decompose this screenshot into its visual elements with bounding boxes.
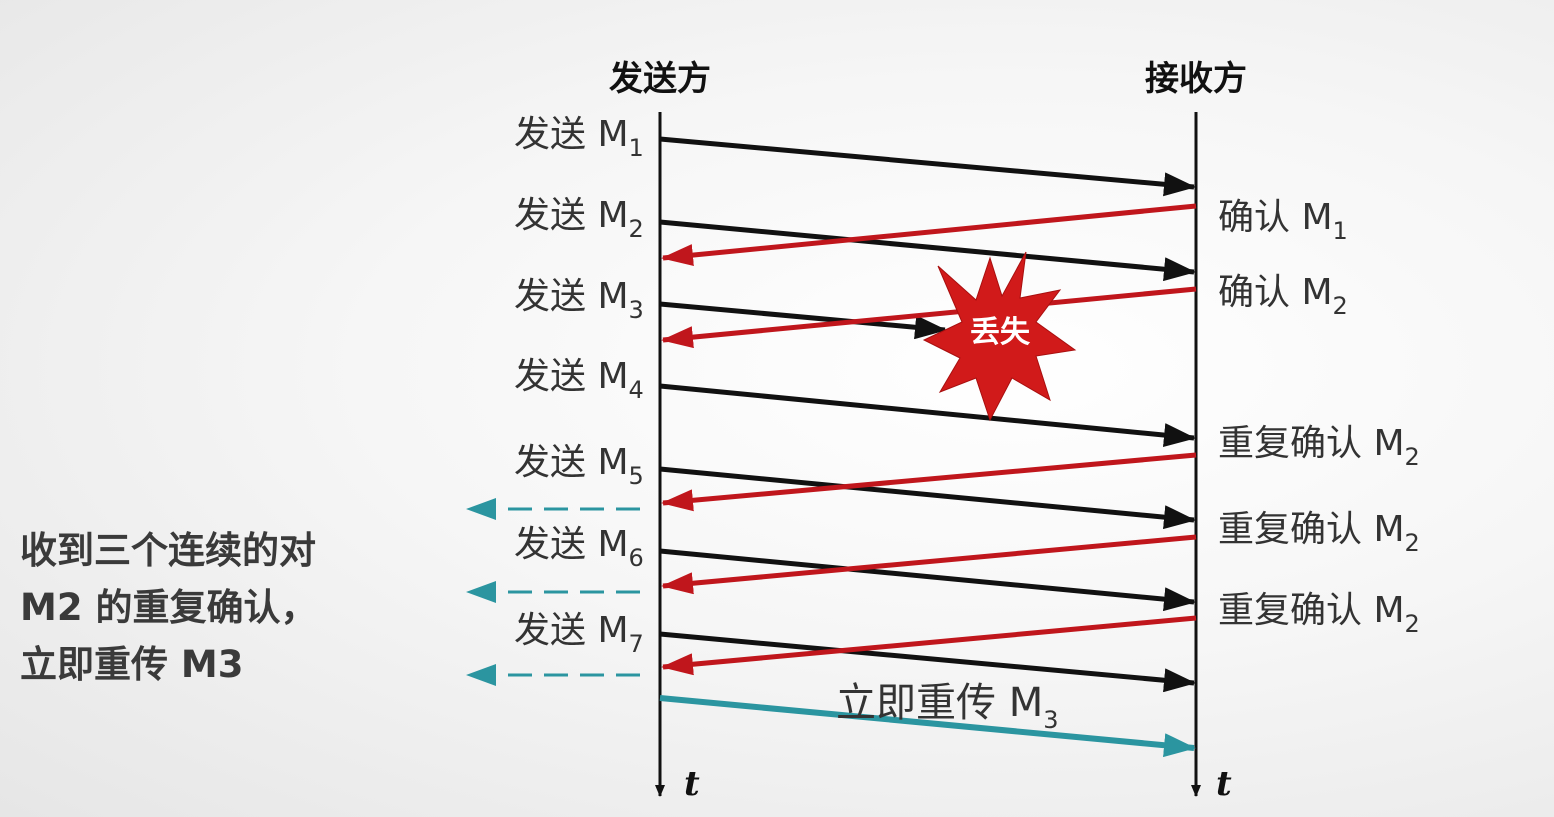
lost-burst: 丢失: [922, 251, 1077, 422]
note-line-1: 收到三个连续的对: [20, 529, 316, 572]
data-arrow-m1: [659, 136, 1196, 197]
fast-retransmit-note: 收到三个连续的对 M2 的重复确认， 立即重传 M3: [20, 522, 460, 693]
dup-ack-label-2: 重复确认 M2: [1218, 509, 1420, 557]
dup-ack-arrow-2: [661, 534, 1197, 595]
ack-label-m1: 确认 M1: [1218, 197, 1348, 245]
send-label-m6: 发送 M6: [514, 524, 644, 572]
send-label-m1: 发送 M1: [514, 114, 644, 162]
data-arrow-m2: [659, 219, 1196, 282]
retransmit-arrow-m3: [659, 695, 1196, 758]
send-label-m4: 发送 M4: [514, 356, 644, 404]
send-label-m3: 发送 M3: [514, 276, 644, 324]
dup-ack-label-1: 重复确认 M2: [1218, 423, 1420, 471]
ack-label-m2: 确认 M2: [1218, 272, 1348, 320]
note-line-3: 立即重传 M3: [20, 643, 244, 686]
sender-time-label: t: [684, 764, 700, 804]
lost-label: 丢失: [970, 315, 1031, 350]
ack-arrow-m2: [661, 286, 1197, 349]
data-arrow-m7: [659, 631, 1196, 693]
retransmit-label: 立即重传 M3: [836, 680, 1059, 734]
dup-ack-arrow-3: [661, 615, 1197, 676]
note-line-2: M2 的重复确认，: [20, 586, 318, 629]
data-arrow-m6: [659, 548, 1196, 612]
send-label-m2: 发送 M2: [514, 195, 644, 243]
send-label-m5: 发送 M5: [514, 442, 644, 490]
data-arrow-m4: [659, 383, 1196, 448]
receiver-title: 接收方: [1145, 59, 1247, 99]
receiver-time-label: t: [1216, 764, 1232, 804]
send-label-m7: 发送 M7: [514, 610, 644, 658]
lost-burst-star: [922, 251, 1077, 422]
dup-ack-arrow-1: [661, 452, 1197, 512]
dup-ack-label-3: 重复确认 M2: [1218, 590, 1420, 638]
data-arrow-m3: [659, 301, 947, 340]
sender-title: 发送方: [609, 59, 711, 99]
data-arrow-m5: [659, 466, 1196, 530]
ack-arrow-m1: [661, 203, 1197, 267]
